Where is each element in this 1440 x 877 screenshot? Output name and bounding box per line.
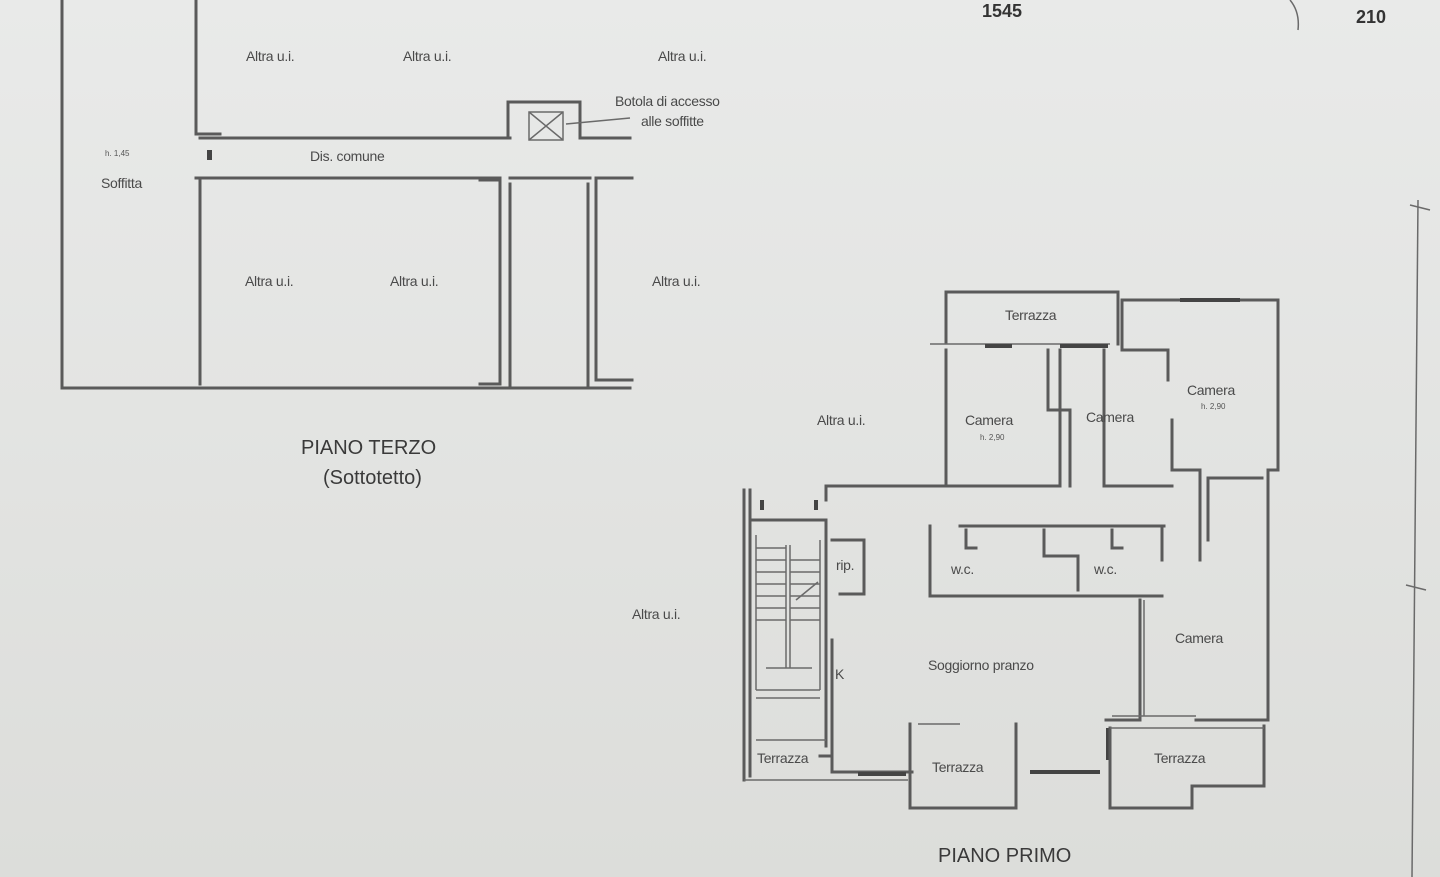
- room-label-other: Altra u.i.: [658, 48, 707, 64]
- bedroom-height-label: h. 2,90: [1201, 402, 1226, 411]
- room-label-other: Altra u.i.: [817, 412, 866, 428]
- storage-label: rip.: [836, 557, 855, 573]
- corridor-label: Dis. comune: [310, 148, 385, 164]
- dimension-top: 1545: [982, 1, 1023, 21]
- living-room-label: Soggiorno pranzo: [928, 657, 1034, 673]
- staircase: [755, 500, 821, 699]
- wc-label: w.c.: [951, 561, 974, 577]
- third-floor-plan: [60, 0, 634, 390]
- room-label-other: Altra u.i.: [652, 273, 701, 289]
- wc-label: w.c.: [1094, 561, 1117, 577]
- third-floor-subtitle: (Sottotetto): [323, 467, 422, 489]
- attic-height-label: h. 1,45: [105, 149, 130, 158]
- first-floor-title: PIANO PRIMO: [938, 845, 1072, 867]
- exterior-wall-right: [1120, 298, 1280, 722]
- terrace-right-label: Terrazza: [1154, 750, 1206, 766]
- terrace-top-label: Terrazza: [1005, 307, 1057, 323]
- room-label-other: Altra u.i.: [246, 48, 295, 64]
- terrace-right-wall: [1108, 724, 1266, 810]
- attic-label: Soffitta: [101, 175, 142, 191]
- kitchen-label: K: [835, 666, 845, 682]
- dimension-right: 210: [1356, 7, 1387, 27]
- bedroom-label: Camera: [1086, 409, 1134, 425]
- bedroom-height-label: h. 2,90: [980, 433, 1005, 442]
- bedroom-label: Camera: [1187, 382, 1235, 398]
- terrace-mid-label: Terrazza: [932, 759, 984, 775]
- room-label-other: Altra u.i.: [245, 273, 294, 289]
- terrace-left-label: Terrazza: [757, 750, 809, 766]
- room-label-other: Altra u.i.: [632, 606, 681, 622]
- first-floor-plan: [742, 290, 1280, 810]
- bedroom-label: Camera: [965, 412, 1013, 428]
- hatch-box: [528, 111, 564, 141]
- room-label-other: Altra u.i.: [403, 48, 452, 64]
- dimension-line: [1289, 0, 1431, 877]
- terrace-mid-wall: [908, 722, 1018, 810]
- terrace-top-wall: [944, 290, 1120, 346]
- bedroom-label: Camera: [1175, 630, 1223, 646]
- hatch-label-line2: alle soffitte: [641, 113, 704, 129]
- hatch-niche: [506, 100, 582, 140]
- third-floor-title: PIANO TERZO: [301, 437, 437, 459]
- hatch-label-line1: Botola di accesso: [615, 93, 720, 109]
- room-label-other: Altra u.i.: [390, 273, 439, 289]
- attic-room-wall: [60, 0, 632, 390]
